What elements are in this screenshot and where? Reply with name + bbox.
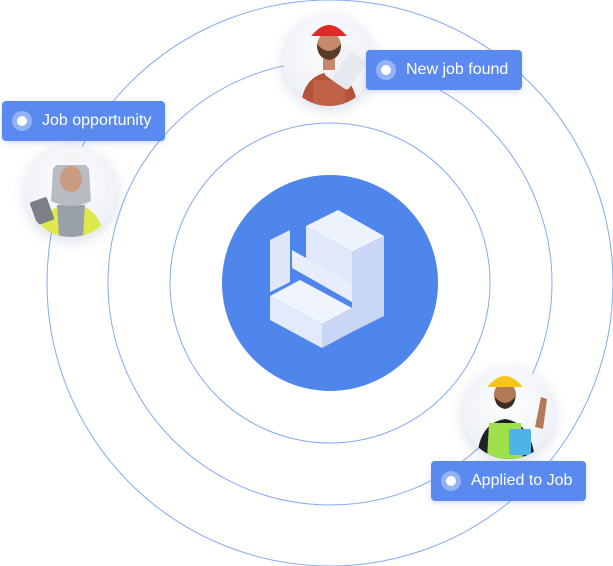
badge-label: Job opportunity <box>42 112 152 129</box>
stacked-blocks-logo-icon <box>270 210 384 348</box>
badge-applied-to-job: Applied to Job <box>431 461 587 501</box>
badge-label: Applied to Job <box>471 472 573 489</box>
badge-label: New job found <box>406 61 509 78</box>
worker-avatar-top <box>283 14 375 106</box>
badge-job-opportunity: Job opportunity <box>2 101 166 141</box>
worker-vest-thumbs-up-icon <box>477 376 547 459</box>
orbit-ring-outer <box>46 0 613 566</box>
orbit-ring-inner <box>169 122 491 444</box>
worker-avatar-right <box>463 367 555 459</box>
status-dot-icon <box>376 60 396 80</box>
worker-helmet-blueprints-icon <box>301 25 366 106</box>
status-dot-icon <box>12 111 32 131</box>
worker-avatar-left <box>25 145 117 237</box>
status-dot-icon <box>441 471 461 491</box>
badge-new-job-found: New job found <box>366 50 523 90</box>
worker-hijab-tablet-icon <box>30 153 103 237</box>
